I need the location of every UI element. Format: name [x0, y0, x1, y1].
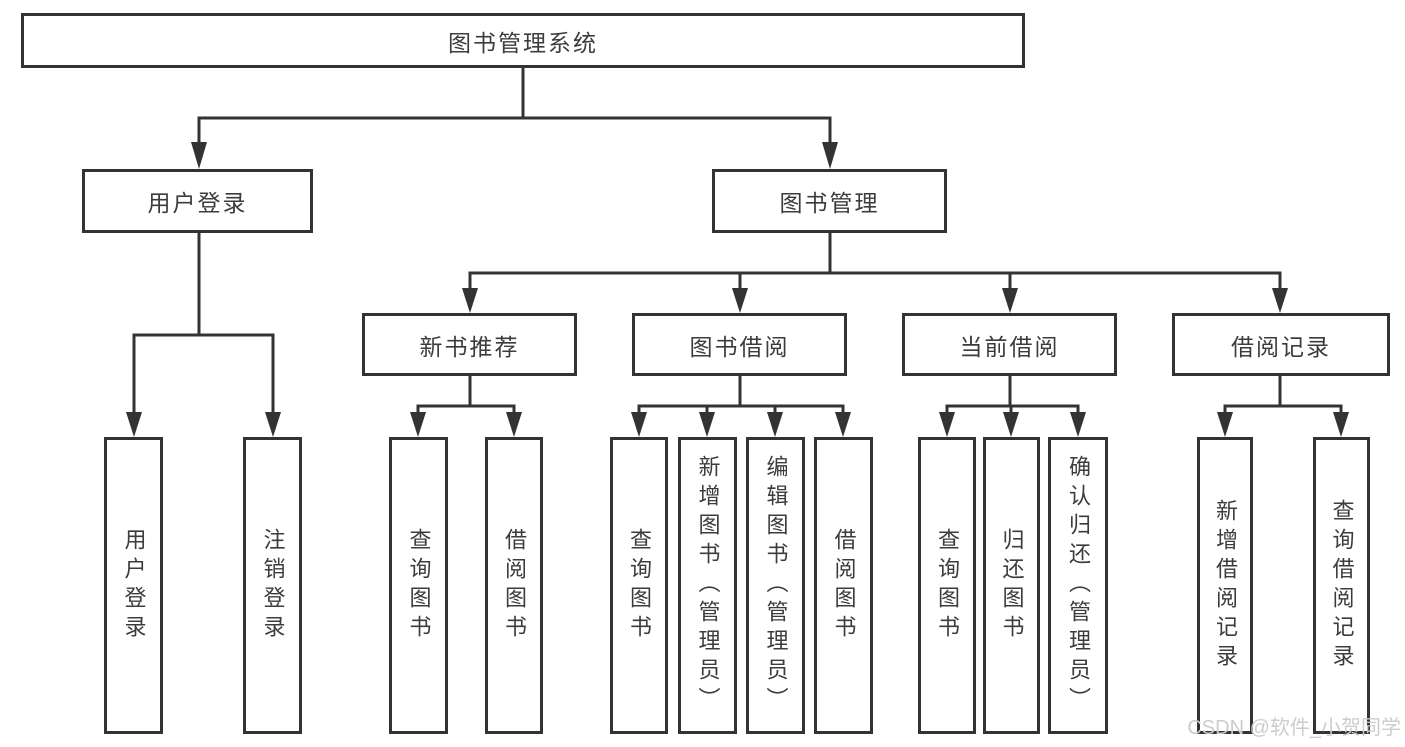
leaf-borrow-books: 借阅图书 — [814, 437, 873, 734]
node-root: 图书管理系统 — [21, 13, 1025, 68]
leaf-return-book: 归还图书 — [983, 437, 1040, 734]
leaf-logout: 注销登录 — [243, 437, 302, 734]
leaf-confirm-return-admin: 确认归还（管理员） — [1048, 437, 1108, 734]
node-user-login: 用户登录 — [82, 169, 313, 233]
leaf-query-books-borrow: 查询图书 — [610, 437, 668, 734]
leaf-query-books-current: 查询图书 — [918, 437, 976, 734]
watermark-text: CSDN @软件_小贺同学 — [1187, 717, 1401, 739]
node-borrow-records: 借阅记录 — [1172, 313, 1390, 376]
node-new-book-recommend: 新书推荐 — [362, 313, 577, 376]
leaf-add-book-admin: 新增图书（管理员） — [678, 437, 737, 734]
leaf-borrow-books-recommend: 借阅图书 — [485, 437, 543, 734]
leaf-edit-book-admin: 编辑图书（管理员） — [746, 437, 805, 734]
leaf-add-borrow-record: 新增借阅记录 — [1197, 437, 1253, 734]
node-book-management: 图书管理 — [712, 169, 947, 233]
leaf-query-borrow-record: 查询借阅记录 — [1313, 437, 1370, 734]
node-current-borrow: 当前借阅 — [902, 313, 1117, 376]
node-book-borrow: 图书借阅 — [632, 313, 847, 376]
leaf-query-books-recommend: 查询图书 — [389, 437, 448, 734]
leaf-user-login: 用户登录 — [104, 437, 163, 734]
